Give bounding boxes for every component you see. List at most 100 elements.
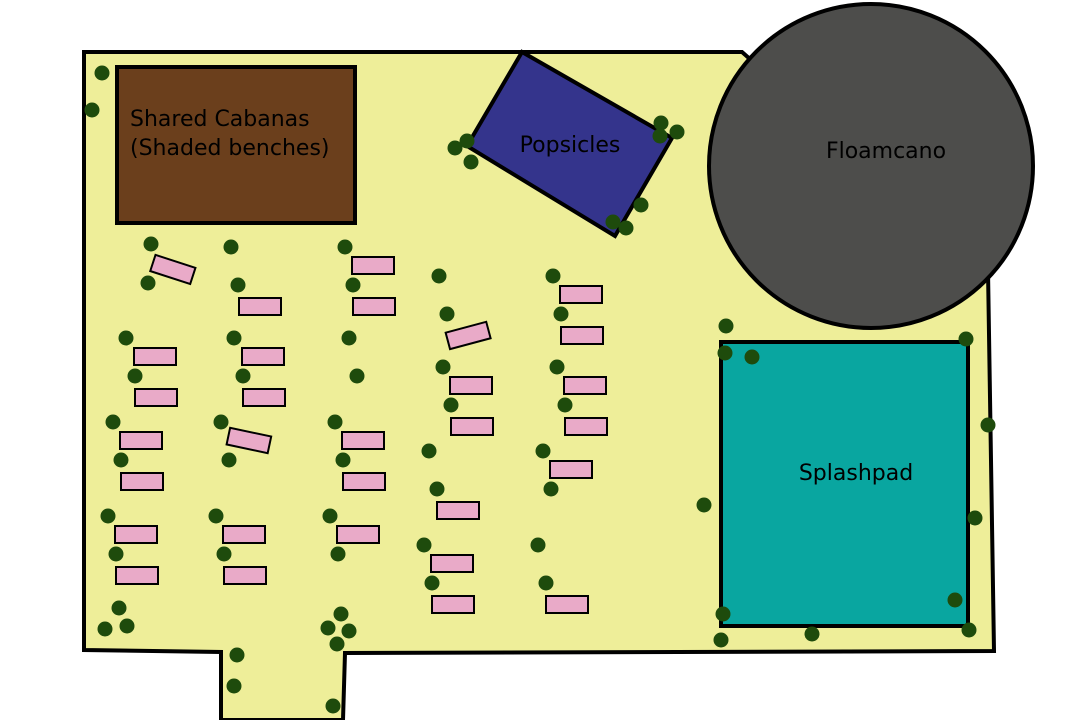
tree-icon (553, 306, 569, 322)
lounge-chair (352, 297, 396, 316)
lounge-chairs (114, 253, 608, 614)
lounge-chair (242, 388, 286, 407)
tree-icon (223, 239, 239, 255)
tree-icon (108, 546, 124, 562)
lounge-chair (238, 297, 282, 316)
tree-icon (958, 331, 974, 347)
popsicles-zone[interactable]: Popsicles (464, 49, 675, 239)
lounge-chair (336, 525, 380, 544)
lounge-chair (134, 388, 178, 407)
shaded-benches-label: (Shaded benches) (130, 136, 330, 161)
tree-icon (329, 636, 345, 652)
lounge-chair (564, 417, 608, 436)
lounge-chair (114, 525, 158, 544)
floamcano-circle[interactable] (707, 2, 1035, 330)
shared-cabanas-zone[interactable]: Shared Cabanas (Shaded benches) (115, 65, 357, 225)
tree-icon (967, 510, 983, 526)
tree-icon (530, 537, 546, 553)
tree-icon (337, 239, 353, 255)
shared-cabanas-label: Shared Cabanas (130, 107, 310, 132)
tree-icon (97, 621, 113, 637)
tree-icon (538, 575, 554, 591)
tree-icon (94, 65, 110, 81)
lounge-chair (549, 460, 593, 479)
tree-icon (633, 197, 649, 213)
splashpad-label: Splashpad (799, 461, 913, 486)
tree-icon (715, 606, 731, 622)
trees (84, 65, 996, 714)
tree-icon (447, 140, 463, 156)
tree-icon (230, 277, 246, 293)
tree-icon (696, 497, 712, 513)
tree-icon (424, 575, 440, 591)
tree-icon (545, 268, 561, 284)
tree-icon (341, 623, 357, 639)
tree-icon (717, 345, 733, 361)
lounge-chair (563, 376, 607, 395)
lounge-chair (559, 285, 603, 304)
popsicles-label: Popsicles (520, 133, 621, 158)
tree-icon (330, 546, 346, 562)
tree-icon (229, 647, 245, 663)
lounge-chair (450, 417, 494, 436)
tree-icon (84, 102, 100, 118)
tree-icon (463, 154, 479, 170)
tree-icon (421, 443, 437, 459)
lounge-chair (430, 554, 474, 573)
lounge-chair (225, 426, 273, 455)
splashpad-area[interactable] (719, 340, 970, 628)
lounge-chair (431, 595, 475, 614)
tree-icon (140, 275, 156, 291)
tree-icon (435, 359, 451, 375)
lounge-chair (222, 525, 266, 544)
lounge-chair (120, 472, 164, 491)
tree-icon (333, 606, 349, 622)
shared-cabanas-area[interactable] (115, 65, 357, 225)
tree-icon (947, 592, 963, 608)
lounge-chair (560, 326, 604, 345)
lounge-chair (449, 376, 493, 395)
floamcano-zone[interactable]: Floamcano (707, 2, 1035, 330)
tree-icon (349, 368, 365, 384)
tree-icon (143, 236, 159, 252)
tree-icon (325, 698, 341, 714)
tree-icon (439, 306, 455, 322)
lounge-chair (115, 566, 159, 585)
tree-icon (653, 115, 669, 131)
tree-icon (105, 414, 121, 430)
tree-icon (431, 268, 447, 284)
tree-icon (235, 368, 251, 384)
tree-icon (221, 452, 237, 468)
tree-icon (980, 417, 996, 433)
tree-icon (320, 620, 336, 636)
tree-icon (119, 618, 135, 634)
tree-icon (416, 537, 432, 553)
lounge-chair (342, 472, 386, 491)
lounge-chair (341, 431, 385, 450)
tree-icon (341, 330, 357, 346)
tree-icon (804, 626, 820, 642)
tree-icon (961, 622, 977, 638)
tree-icon (216, 546, 232, 562)
tree-icon (744, 349, 760, 365)
tree-icon (718, 318, 734, 334)
splashpad-zone[interactable]: Splashpad (719, 340, 970, 628)
lounge-chair (148, 253, 197, 286)
lounge-chair (241, 347, 285, 366)
tree-icon (443, 397, 459, 413)
popsicles-stand[interactable] (464, 49, 675, 239)
tree-icon (327, 414, 343, 430)
tree-icon (669, 124, 685, 140)
tree-icon (226, 678, 242, 694)
tree-icon (111, 600, 127, 616)
lounge-chair (545, 595, 589, 614)
tree-icon (335, 452, 351, 468)
lounge-chair (351, 256, 395, 275)
tree-icon (652, 128, 668, 144)
tree-icon (549, 359, 565, 375)
lounge-chair (119, 431, 163, 450)
tree-icon (118, 330, 134, 346)
tree-icon (557, 397, 573, 413)
tree-icon (543, 481, 559, 497)
